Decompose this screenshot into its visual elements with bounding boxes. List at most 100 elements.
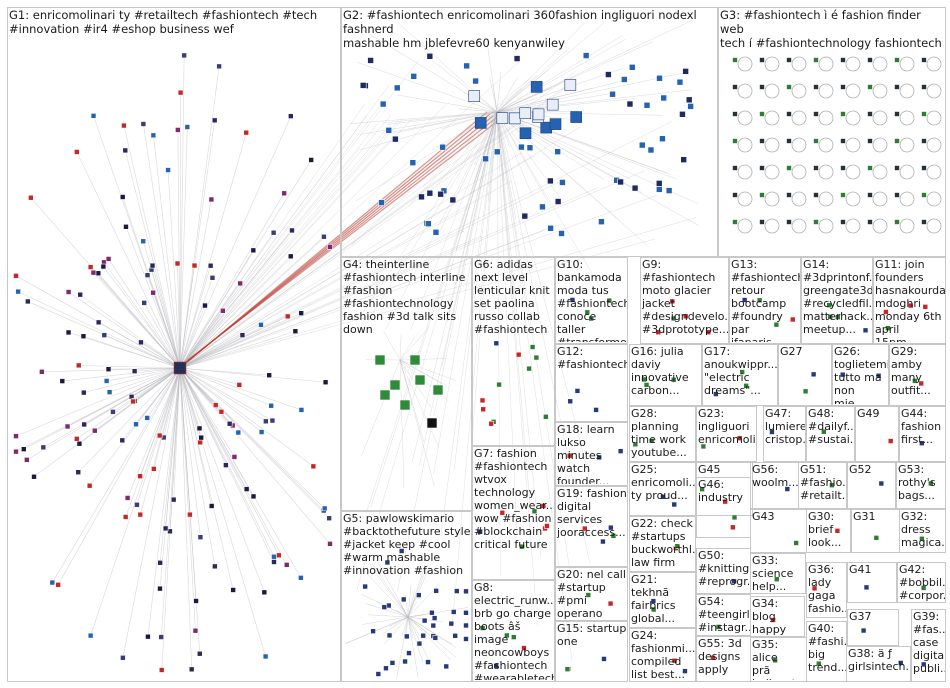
network-node[interactable] <box>31 473 37 480</box>
network-node[interactable] <box>416 592 422 598</box>
network-node[interactable] <box>815 660 822 667</box>
network-node[interactable] <box>927 480 934 487</box>
network-node[interactable] <box>308 157 314 163</box>
network-node[interactable] <box>310 463 317 470</box>
network-node[interactable] <box>793 540 799 546</box>
network-node[interactable] <box>81 421 87 428</box>
network-node[interactable] <box>919 440 925 446</box>
network-node[interactable] <box>191 262 198 269</box>
network-node[interactable] <box>620 76 628 83</box>
network-node[interactable] <box>759 219 765 225</box>
network-node[interactable] <box>212 563 218 570</box>
network-node[interactable] <box>529 344 536 350</box>
network-node[interactable] <box>918 380 925 387</box>
network-node[interactable] <box>894 111 900 117</box>
network-node[interactable] <box>648 438 655 444</box>
network-node[interactable] <box>130 398 136 405</box>
network-node[interactable] <box>547 177 554 185</box>
network-node[interactable] <box>87 264 94 270</box>
network-node[interactable] <box>921 111 927 117</box>
network-node[interactable] <box>64 423 71 430</box>
network-node[interactable] <box>359 82 367 89</box>
network-node[interactable] <box>539 203 546 211</box>
network-node[interactable] <box>231 454 238 460</box>
network-node[interactable] <box>867 219 873 225</box>
network-node-avatar[interactable] <box>549 118 562 130</box>
network-node[interactable] <box>826 302 832 308</box>
network-node[interactable] <box>731 514 738 521</box>
network-node[interactable] <box>386 632 393 639</box>
network-node[interactable] <box>582 52 590 59</box>
network-node[interactable] <box>90 113 97 119</box>
network-node[interactable] <box>518 143 525 151</box>
network-node[interactable] <box>167 528 173 535</box>
network-node[interactable] <box>250 493 257 500</box>
network-node[interactable] <box>144 272 151 278</box>
network-node[interactable] <box>736 435 743 441</box>
network-node[interactable] <box>55 582 61 588</box>
network-node[interactable] <box>202 302 208 309</box>
network-node[interactable] <box>230 587 236 593</box>
network-node-avatar[interactable] <box>474 117 487 129</box>
network-node[interactable] <box>95 270 102 277</box>
network-node[interactable] <box>403 633 410 640</box>
network-node[interactable] <box>393 84 401 92</box>
network-node[interactable] <box>322 379 329 386</box>
network-node[interactable] <box>207 262 214 269</box>
network-node[interactable] <box>198 434 204 441</box>
network-node[interactable] <box>425 659 431 665</box>
network-node[interactable] <box>596 454 602 461</box>
network-node[interactable] <box>887 438 894 444</box>
network-node[interactable] <box>370 628 376 634</box>
network-node[interactable] <box>860 627 867 634</box>
network-node[interactable] <box>834 528 841 534</box>
network-node[interactable] <box>432 228 440 236</box>
network-node[interactable] <box>144 415 151 421</box>
network-node[interactable] <box>878 480 885 487</box>
network-node[interactable] <box>192 627 199 634</box>
network-node[interactable] <box>209 275 216 281</box>
network-node[interactable] <box>443 663 450 670</box>
network-node[interactable] <box>715 624 722 630</box>
network-node[interactable] <box>567 398 574 405</box>
network-node[interactable] <box>140 121 147 127</box>
network-node[interactable] <box>647 146 655 154</box>
network-node[interactable] <box>802 388 809 395</box>
network-node[interactable] <box>835 314 841 320</box>
network-node[interactable] <box>170 496 177 503</box>
network-node[interactable] <box>521 212 529 220</box>
network-node[interactable] <box>197 534 204 540</box>
network-node[interactable] <box>786 138 792 144</box>
network-node[interactable] <box>566 452 573 459</box>
network-node[interactable] <box>772 657 778 664</box>
network-node[interactable] <box>786 192 792 198</box>
network-node[interactable] <box>74 149 80 155</box>
network-node[interactable] <box>617 448 624 454</box>
network-node[interactable] <box>732 111 738 117</box>
network-node[interactable] <box>759 165 765 171</box>
network-node[interactable] <box>449 196 457 204</box>
network-node[interactable] <box>526 144 534 152</box>
network-node[interactable] <box>894 84 900 90</box>
network-node[interactable] <box>75 469 82 476</box>
network-node[interactable] <box>867 84 873 90</box>
network-node[interactable] <box>912 378 918 384</box>
network-node[interactable] <box>655 180 663 187</box>
network-node[interactable] <box>86 482 93 489</box>
network-node[interactable] <box>73 436 80 442</box>
network-node[interactable] <box>559 179 566 186</box>
network-node[interactable] <box>759 84 765 90</box>
network-node[interactable] <box>158 634 165 640</box>
network-node[interactable] <box>463 588 469 595</box>
network-node[interactable] <box>813 138 819 144</box>
network-node[interactable] <box>756 297 763 304</box>
network-node[interactable] <box>601 656 607 662</box>
network-node[interactable] <box>585 592 592 598</box>
network-node[interactable] <box>270 229 277 236</box>
network-node[interactable] <box>105 256 112 262</box>
network-node[interactable] <box>813 165 819 171</box>
network-node[interactable] <box>626 100 634 108</box>
network-node[interactable] <box>680 156 687 163</box>
network-node[interactable] <box>921 165 927 171</box>
network-node[interactable] <box>463 610 469 616</box>
